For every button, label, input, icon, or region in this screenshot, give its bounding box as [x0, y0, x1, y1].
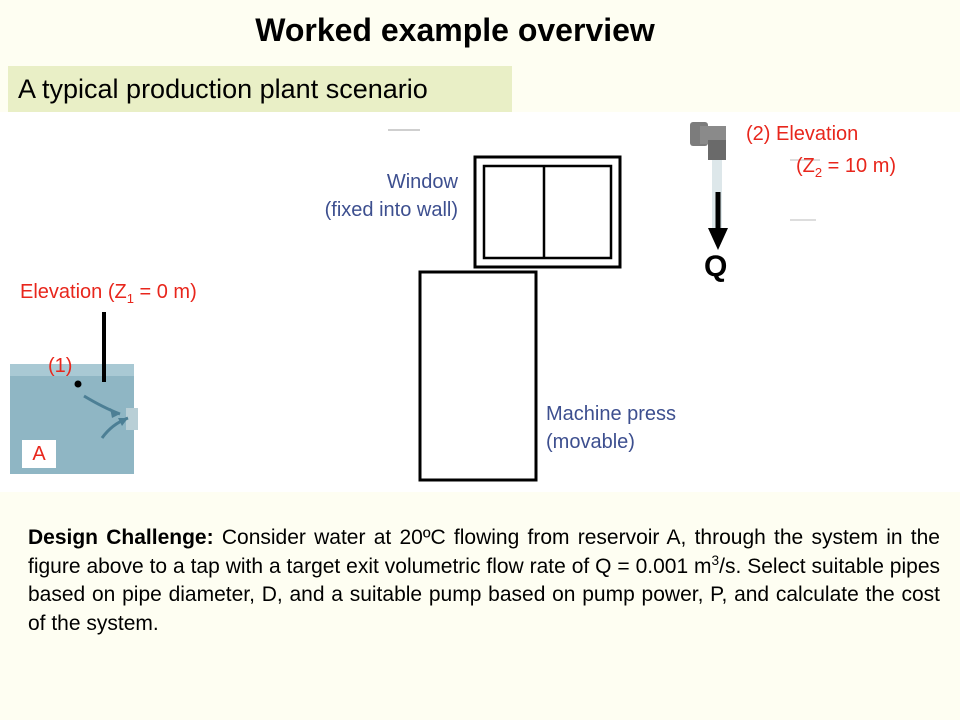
elevation-2-label-line2: (Z2 = 10 m) [796, 155, 897, 180]
elevation-1-label: Elevation (Z1 = 0 m) [20, 281, 197, 306]
plant-diagram: Elevation (Z1 = 0 m) (1) A Window (fixed… [0, 112, 960, 492]
reservoir-label: A [32, 443, 46, 465]
window-label-line1: Window [386, 171, 458, 193]
reservoir-label-box [22, 440, 56, 468]
flow-rate-label: Q [704, 250, 728, 283]
machine-press-label-line1: Machine press [546, 403, 677, 425]
point-1-label: (1) [48, 355, 73, 377]
flow-direction-arrow [708, 192, 728, 250]
window-label-line2: (fixed into wall) [324, 199, 458, 221]
machine-press-label-line2: (movable) [546, 431, 635, 453]
flow-arrowhead-upper [110, 408, 120, 418]
window-label: Window (fixed into wall) [260, 168, 458, 224]
machine-press-label: Machine press (movable) [546, 400, 676, 456]
design-challenge-lead: Design Challenge: [28, 526, 214, 549]
flow-arrowhead-lower [118, 418, 128, 426]
elevation-2-label-line1: (2) Elevation [746, 123, 859, 145]
window-symbol [473, 155, 622, 269]
reservoir-outlet [126, 408, 138, 430]
page-title: Worked example overview [255, 12, 655, 48]
figure-background [0, 112, 960, 492]
diagram-graphics [0, 112, 960, 492]
scenario-subtitle: A typical production plant scenario [8, 66, 512, 112]
machine-press-symbol [418, 270, 538, 482]
design-challenge-text: Design Challenge: Consider water at 20ºC… [28, 526, 941, 635]
point-1-marker [74, 380, 82, 388]
